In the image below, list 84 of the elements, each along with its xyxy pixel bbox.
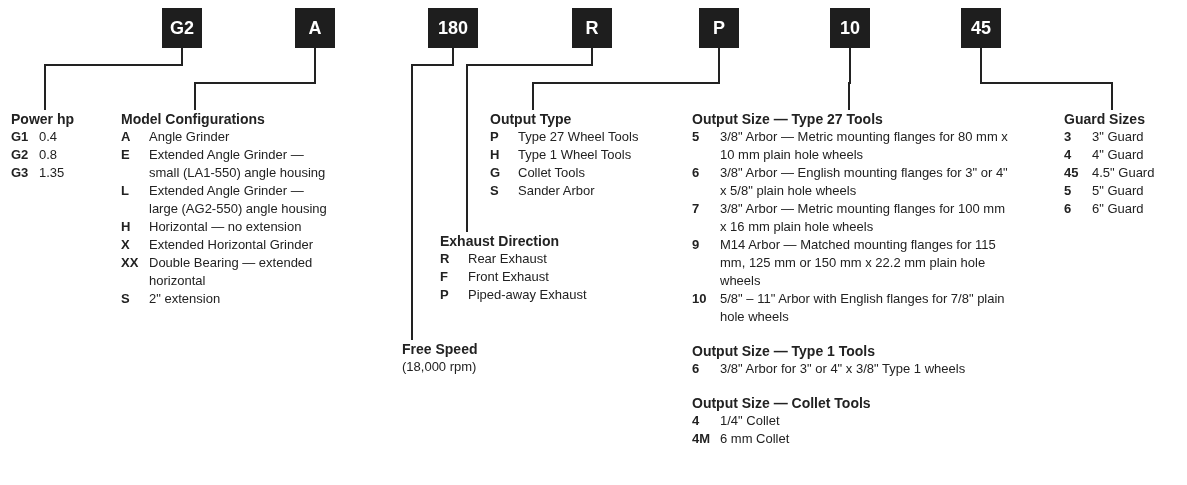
option-code: S	[121, 290, 131, 308]
section-heading: Output Size — Collet Tools	[692, 394, 872, 412]
option-description: Double Bearing — extended horizontal	[149, 254, 314, 290]
option-code: 5	[692, 128, 701, 146]
option-code: 10	[692, 290, 708, 308]
option-code: 4M	[692, 430, 712, 448]
option-code: G1	[11, 128, 30, 146]
option-description: Extended Horizontal Grinder	[149, 236, 315, 254]
code-box: 180	[428, 8, 478, 48]
section-heading: Output Size — Type 1 Tools	[692, 342, 877, 360]
leader-line	[194, 47, 316, 111]
option-description: 5" Guard	[1092, 182, 1145, 200]
option-description: Type 27 Wheel Tools	[518, 128, 640, 146]
option-description: 3/8" Arbor — Metric mounting flanges for 80 mm x 10 mm plain hole wheels	[720, 128, 1009, 164]
option-description: 0.4	[39, 128, 59, 146]
option-description: Angle Grinder	[149, 128, 231, 146]
option-code: P	[440, 286, 450, 304]
option-code: 3	[1064, 128, 1073, 146]
option-code: 6	[692, 164, 701, 182]
option-description: 3/8" Arbor for 3" or 4" x 3/8" Type 1 wheels	[720, 360, 967, 378]
option-description: 4" Guard	[1092, 146, 1145, 164]
option-code: A	[121, 128, 132, 146]
option-description: Sander Arbor	[518, 182, 596, 200]
option-description: 1/4" Collet	[720, 412, 781, 430]
section-heading: Free Speed	[402, 340, 479, 358]
leader-line	[44, 47, 183, 111]
option-description: 0.8	[39, 146, 59, 164]
option-code: L	[121, 182, 130, 200]
option-description: M14 Arbor — Matched mounting flanges for 115 mm, 125 mm or 150 mm x 22.2 mm plain hole wheels	[720, 236, 997, 290]
code-box: G2	[162, 8, 202, 48]
option-description: Type 1 Wheel Tools	[518, 146, 633, 164]
section-heading: Output Size — Type 27 Tools	[692, 110, 884, 128]
option-code: G2	[11, 146, 30, 164]
option-code: P	[490, 128, 500, 146]
option-code: 4	[1064, 146, 1073, 164]
option-description: 3" Guard	[1092, 128, 1145, 146]
option-code: H	[490, 146, 501, 164]
option-code: 45	[1064, 164, 1080, 182]
option-description: 3/8" Arbor — English mounting flanges for 3" or 4" x 5/8" plain hole wheels	[720, 164, 1009, 200]
option-description: 5/8" – 11" Arbor with English flanges for 7/8" plain hole wheels	[720, 290, 1006, 326]
option-description: 6" Guard	[1092, 200, 1145, 218]
option-description: Collet Tools	[518, 164, 586, 182]
option-code: E	[121, 146, 131, 164]
option-description: Piped-away Exhaust	[468, 286, 588, 304]
option-code: 4	[692, 412, 701, 430]
option-description: Horizontal — no extension	[149, 218, 303, 236]
option-description: 1.35	[39, 164, 66, 182]
section-note: (18,000 rpm)	[402, 358, 478, 376]
option-code: 6	[692, 360, 701, 378]
option-code: 6	[1064, 200, 1073, 218]
option-description: Extended Angle Grinder — large (AG2-550) angle housing	[149, 182, 328, 218]
option-description: 4.5" Guard	[1092, 164, 1156, 182]
code-box: A	[295, 8, 335, 48]
section-heading: Power hp	[11, 110, 75, 128]
option-code: 5	[1064, 182, 1073, 200]
option-code: S	[490, 182, 500, 200]
section-heading: Output Type	[490, 110, 573, 128]
section-heading: Model Configurations	[121, 110, 266, 128]
option-description: 3/8" Arbor — Metric mounting flanges for 100 mm x 16 mm plain hole wheels	[720, 200, 1006, 236]
option-code: G3	[11, 164, 30, 182]
option-description: Front Exhaust	[468, 268, 550, 286]
option-code: F	[440, 268, 449, 286]
option-code: G	[490, 164, 502, 182]
option-code: 9	[692, 236, 701, 254]
option-description: Extended Angle Grinder — small (LA1-550) angle housing	[149, 146, 327, 182]
section-heading: Guard Sizes	[1064, 110, 1146, 128]
leader-line	[848, 47, 851, 111]
option-code: H	[121, 218, 132, 236]
code-box: 45	[961, 8, 1001, 48]
code-box: 10	[830, 8, 870, 48]
leader-line	[980, 47, 1113, 111]
code-box: R	[572, 8, 612, 48]
option-code: R	[440, 250, 451, 268]
option-code: 7	[692, 200, 701, 218]
option-code: X	[121, 236, 131, 254]
option-description: 6 mm Collet	[720, 430, 791, 448]
leader-line	[411, 47, 454, 341]
leader-line	[466, 47, 593, 233]
code-box: P	[699, 8, 739, 48]
option-code: XX	[121, 254, 140, 272]
section-heading: Exhaust Direction	[440, 232, 561, 250]
option-description: Rear Exhaust	[468, 250, 548, 268]
leader-line	[532, 47, 720, 111]
option-description: 2" extension	[149, 290, 222, 308]
